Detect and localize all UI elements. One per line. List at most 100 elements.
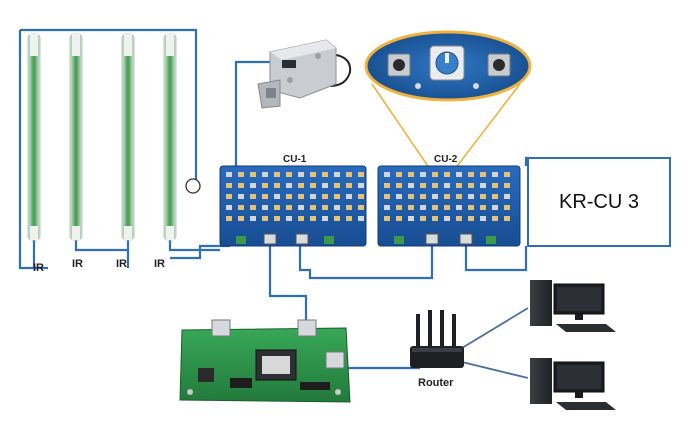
board-component — [274, 172, 280, 177]
wiring — [18, 28, 530, 379]
board-component — [420, 172, 426, 177]
board-component — [408, 194, 414, 199]
board-component — [408, 216, 414, 221]
board-component — [504, 172, 510, 177]
board-component — [358, 194, 364, 199]
board-component — [310, 205, 316, 210]
board-component — [396, 172, 402, 177]
board-component — [408, 205, 414, 210]
board-component — [384, 172, 390, 177]
board-component — [492, 183, 498, 188]
board-component — [298, 194, 304, 199]
board-component — [238, 205, 244, 210]
board-component — [504, 183, 510, 188]
ir-sensor-4 — [163, 33, 177, 241]
board-component — [432, 194, 438, 199]
board-component — [250, 194, 256, 199]
board-component — [420, 194, 426, 199]
board-component — [444, 205, 450, 210]
board-component — [238, 172, 244, 177]
board-component — [298, 216, 304, 221]
board-component — [492, 194, 498, 199]
board-component — [262, 216, 268, 221]
board-component — [480, 172, 486, 177]
board-component — [358, 205, 364, 210]
board-component — [226, 172, 232, 177]
board-component — [298, 172, 304, 177]
board-component — [238, 183, 244, 188]
board-component — [238, 194, 244, 199]
board-component — [262, 172, 268, 177]
board-component — [504, 194, 510, 199]
board-component — [346, 194, 352, 199]
board-component — [420, 183, 426, 188]
board-component — [492, 172, 498, 177]
board-component — [226, 194, 232, 199]
board-component — [298, 205, 304, 210]
board-component — [286, 183, 292, 188]
board-component — [226, 205, 232, 210]
board-component — [358, 216, 364, 221]
board-component — [358, 172, 364, 177]
rotary-switch-zoom — [364, 30, 532, 179]
ir-label-3: IR — [116, 258, 127, 270]
kr-cu-3-box — [527, 157, 671, 247]
board-component — [274, 183, 280, 188]
board-component — [250, 216, 256, 221]
board-component — [480, 216, 486, 221]
board-component — [456, 216, 462, 221]
board-component — [456, 194, 462, 199]
board-component — [384, 216, 390, 221]
board-component — [396, 194, 402, 199]
desktop-computer-icon-2 — [530, 358, 616, 410]
board-component — [492, 216, 498, 221]
board-component — [384, 183, 390, 188]
board-component — [250, 172, 256, 177]
board-components — [384, 172, 510, 221]
ir-label-1: IR — [33, 262, 44, 274]
board-component — [432, 216, 438, 221]
board-component — [346, 205, 352, 210]
board-component — [468, 183, 474, 188]
board-component — [480, 194, 486, 199]
board-component — [346, 216, 352, 221]
board-component — [432, 172, 438, 177]
board-component — [334, 183, 340, 188]
board-component — [262, 183, 268, 188]
board-component — [396, 216, 402, 221]
ir-sensor-3 — [121, 33, 135, 241]
board-component — [420, 205, 426, 210]
board-component — [250, 205, 256, 210]
board-component — [274, 216, 280, 221]
board-component — [346, 172, 352, 177]
board-component — [504, 216, 510, 221]
board-component — [456, 183, 462, 188]
board-component — [322, 205, 328, 210]
board-component — [396, 205, 402, 210]
ir-sensor-1 — [27, 33, 41, 241]
board-component — [274, 194, 280, 199]
board-component — [334, 172, 340, 177]
io-board — [179, 319, 351, 403]
board-component — [358, 183, 364, 188]
board-component — [274, 205, 280, 210]
board-components — [226, 172, 364, 221]
board-component — [468, 194, 474, 199]
board-component — [310, 194, 316, 199]
board-component — [408, 172, 414, 177]
board-component — [262, 194, 268, 199]
board-component — [396, 183, 402, 188]
board-component — [262, 205, 268, 210]
board-component — [468, 172, 474, 177]
board-component — [504, 205, 510, 210]
board-component — [444, 194, 450, 199]
board-component — [480, 183, 486, 188]
ir-sensor-2 — [69, 33, 83, 241]
board-component — [286, 194, 292, 199]
cu-2-label: CU-2 — [434, 154, 458, 165]
board-component — [468, 205, 474, 210]
board-component — [492, 205, 498, 210]
board-component — [384, 194, 390, 199]
cu-1-label: CU-1 — [283, 154, 307, 165]
board-component — [226, 183, 232, 188]
